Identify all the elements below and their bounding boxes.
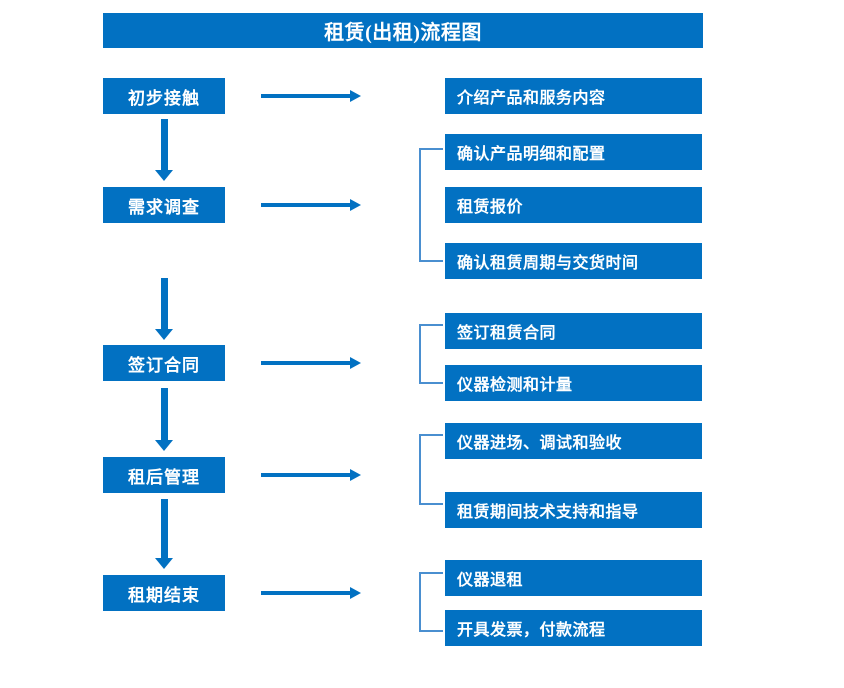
group-bracket-5 xyxy=(419,572,443,632)
arrow-shaft xyxy=(161,499,168,558)
arrow-head xyxy=(350,469,361,481)
arrow-head xyxy=(350,90,361,102)
group-bracket-2 xyxy=(419,148,443,262)
down-arrow-2 xyxy=(155,278,173,340)
right-arrow-4 xyxy=(261,468,361,482)
arrow-shaft xyxy=(161,278,168,329)
down-arrow-4 xyxy=(155,499,173,569)
right-arrow-2 xyxy=(261,198,361,212)
right-arrow-3 xyxy=(261,356,361,370)
stage-box-5[interactable]: 租期结束 xyxy=(103,575,225,611)
arrow-head xyxy=(350,357,361,369)
arrow-shaft xyxy=(261,94,351,98)
diagram-title: 租赁(出租)流程图 xyxy=(103,13,703,48)
arrow-head xyxy=(155,440,173,451)
arrow-shaft xyxy=(161,388,168,440)
group-bracket-4 xyxy=(419,434,443,505)
arrow-shaft xyxy=(261,203,351,207)
detail-box-1[interactable]: 介绍产品和服务内容 xyxy=(445,78,702,114)
arrow-shaft xyxy=(261,591,351,595)
group-bracket-3 xyxy=(419,324,443,384)
down-arrow-1 xyxy=(155,119,173,181)
down-arrow-3 xyxy=(155,388,173,451)
detail-box-8[interactable]: 租赁期间技术支持和指导 xyxy=(445,492,702,528)
detail-box-7[interactable]: 仪器进场、调试和验收 xyxy=(445,423,702,459)
detail-box-3[interactable]: 租赁报价 xyxy=(445,187,702,223)
right-arrow-5 xyxy=(261,586,361,600)
arrow-head xyxy=(155,329,173,340)
detail-box-10[interactable]: 开具发票，付款流程 xyxy=(445,610,702,646)
arrow-shaft xyxy=(261,361,351,365)
detail-box-6[interactable]: 仪器检测和计量 xyxy=(445,365,702,401)
detail-box-9[interactable]: 仪器退租 xyxy=(445,560,702,596)
stage-box-4[interactable]: 租后管理 xyxy=(103,457,225,493)
right-arrow-1 xyxy=(261,89,361,103)
arrow-head xyxy=(350,587,361,599)
stage-box-1[interactable]: 初步接触 xyxy=(103,78,225,114)
stage-box-2[interactable]: 需求调查 xyxy=(103,187,225,223)
arrow-head xyxy=(350,199,361,211)
detail-box-5[interactable]: 签订租赁合同 xyxy=(445,313,702,349)
arrow-shaft xyxy=(261,473,351,477)
stage-box-3[interactable]: 签订合同 xyxy=(103,345,225,381)
arrow-head xyxy=(155,558,173,569)
detail-box-4[interactable]: 确认租赁周期与交货时间 xyxy=(445,243,702,279)
arrow-head xyxy=(155,170,173,181)
detail-box-2[interactable]: 确认产品明细和配置 xyxy=(445,134,702,170)
arrow-shaft xyxy=(161,119,168,170)
